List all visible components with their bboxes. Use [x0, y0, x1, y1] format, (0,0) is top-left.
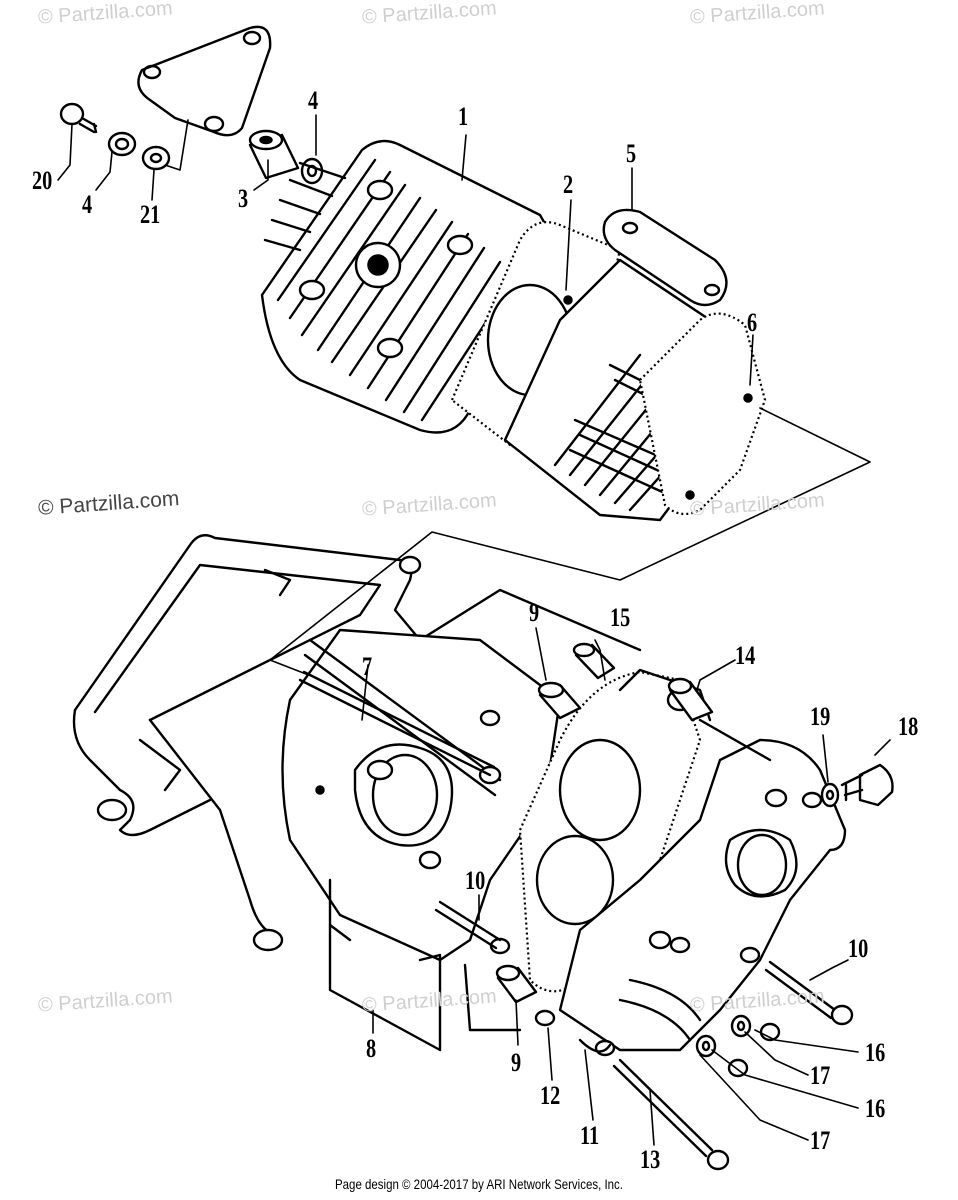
- washer-16-upper: [730, 1014, 752, 1038]
- callout-15: 15: [610, 603, 631, 632]
- callout-3: 3: [238, 184, 249, 213]
- spacer-3: [248, 129, 300, 180]
- callout-2: 2: [563, 170, 574, 199]
- callout-20: 20: [32, 166, 53, 195]
- callout-10: 10: [848, 934, 869, 963]
- callout-16: 16: [865, 1038, 886, 1067]
- washer-19: [820, 782, 840, 808]
- leader-lines: [57, 114, 891, 1146]
- callout-18: 18: [898, 712, 919, 741]
- callout-9: 9: [511, 1048, 522, 1077]
- flat-washer-21: [141, 145, 171, 171]
- callout-16: 16: [865, 1094, 886, 1123]
- exhaust-cover: [602, 208, 728, 307]
- bolt-10-left: [434, 900, 502, 950]
- copyright-footer: Page design © 2004-2017 by ARI Network S…: [335, 1176, 623, 1192]
- callout-1: 1: [458, 102, 469, 131]
- callout-11: 11: [580, 1121, 600, 1150]
- bolt-18: [840, 763, 894, 807]
- callout-4: 4: [308, 86, 319, 115]
- base-gasket: [638, 312, 767, 516]
- callout-14: 14: [735, 641, 756, 670]
- crankcase-left-half: [281, 628, 562, 1052]
- mounting-bracket: [137, 25, 272, 171]
- callout-13: 13: [640, 1145, 661, 1174]
- dowel-pin-9-upper: [537, 681, 582, 720]
- callout-9: 9: [529, 598, 540, 627]
- dowel-15: [572, 642, 616, 680]
- dowel-14: [667, 677, 714, 722]
- callout-4: 4: [82, 190, 93, 219]
- callout-5: 5: [626, 139, 637, 168]
- nut-17-lower: [727, 1058, 749, 1078]
- callout-7: 7: [362, 652, 373, 681]
- dowel-pin-9-lower: [495, 964, 538, 1004]
- crankcase-right-half: [489, 668, 847, 1057]
- crankcase-frame: [72, 534, 642, 952]
- stud-7: [298, 670, 496, 777]
- callout-21: 21: [140, 200, 161, 229]
- callout-6: 6: [747, 308, 758, 337]
- lock-washer-4-left: [107, 131, 137, 157]
- bolt-20: [59, 102, 98, 134]
- callout-10: 10: [465, 866, 486, 895]
- bolt-10-right: [764, 960, 854, 1026]
- leader-gasket-to-case: [269, 407, 871, 731]
- callout-12: 12: [540, 1081, 561, 1110]
- callout-8: 8: [366, 1034, 377, 1063]
- callout-19: 19: [810, 702, 831, 731]
- lock-washer-4-right: [300, 157, 324, 185]
- washer-16-lower: [695, 1034, 717, 1058]
- callout-17: 17: [810, 1061, 831, 1090]
- bolt-13: [612, 1058, 730, 1171]
- callout-17: 17: [810, 1126, 831, 1155]
